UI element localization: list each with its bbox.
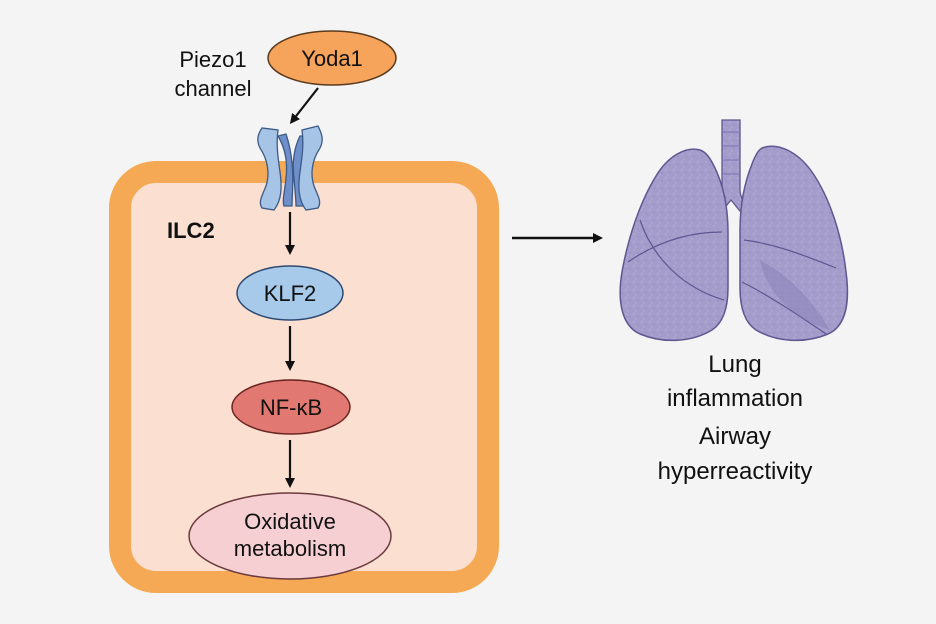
oxidative-label-line2: metabolism (234, 536, 346, 561)
yoda1-label: Yoda1 (301, 46, 363, 71)
oxidative-metabolism-node (188, 492, 392, 580)
piezo1-label-line1: Piezo1 (179, 47, 246, 72)
yoda1-node (267, 30, 397, 86)
arrow-yoda1-to-channel (289, 87, 319, 124)
klf2-label: KLF2 (264, 281, 317, 306)
piezo1-label-line2: channel (174, 76, 251, 101)
klf2-node (236, 265, 344, 321)
lungs-icon (619, 119, 849, 342)
cell-label: ILC2 (167, 218, 215, 243)
oxidative-label-line1: Oxidative (244, 509, 336, 534)
outcome-label-line1: Lung (708, 351, 761, 378)
outcome-label-line4: hyperreactivity (658, 458, 813, 485)
outcome-label-line2: inflammation (667, 385, 803, 412)
piezo1-channel-icon (257, 125, 323, 211)
nfkb-node (231, 379, 351, 435)
nfkb-label: NF-κB (260, 395, 322, 420)
outcome-label-line3: Airway (699, 423, 771, 450)
